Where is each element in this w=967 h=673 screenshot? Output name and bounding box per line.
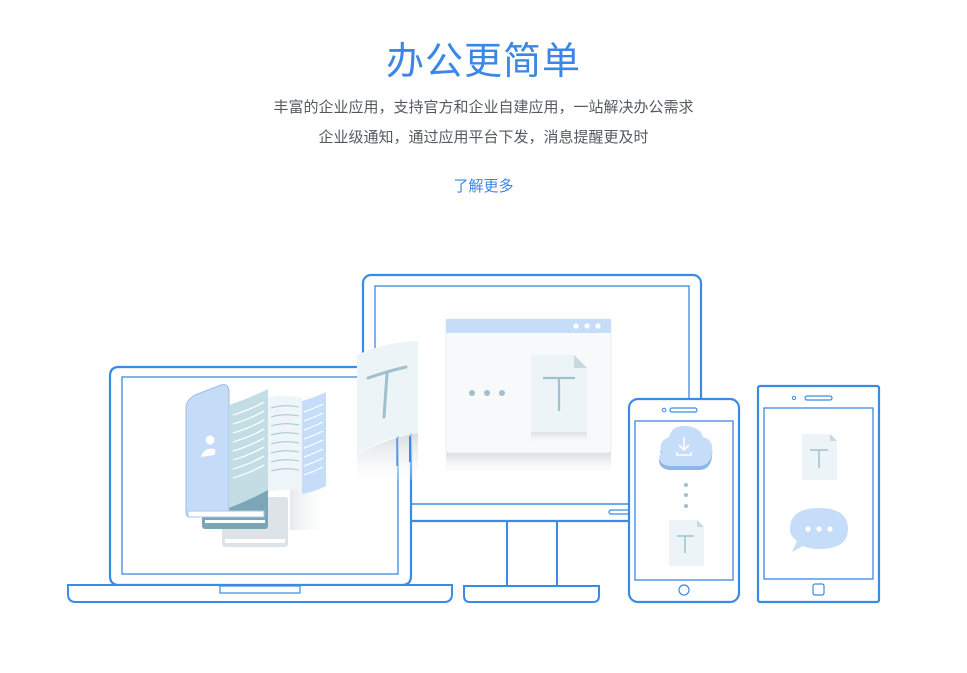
document-icon: [669, 520, 704, 566]
description-line-1: 丰富的企业应用，支持官方和企业自建应用，一站解决办公需求: [273, 98, 694, 116]
dots-icon: [469, 390, 505, 396]
cloud-download-icon: [659, 425, 713, 470]
page-title: 办公更简单: [385, 39, 581, 83]
books-icon: [185, 384, 330, 547]
description-line-2: 企业级通知，通过应用平台下发，消息提醒更及时: [318, 128, 649, 146]
chat-bubble-icon: [790, 508, 848, 552]
document-icon: [802, 434, 837, 480]
dots-vertical-icon: [684, 483, 688, 508]
browser-window: [445, 318, 612, 478]
floating-page-icon: [357, 341, 418, 490]
user-icon: [201, 435, 216, 457]
learn-more-link[interactable]: 了解更多: [0, 176, 967, 196]
document-icon: [531, 355, 587, 445]
tablet: [756, 384, 881, 604]
learn-more-label[interactable]: 了解更多: [453, 177, 514, 195]
